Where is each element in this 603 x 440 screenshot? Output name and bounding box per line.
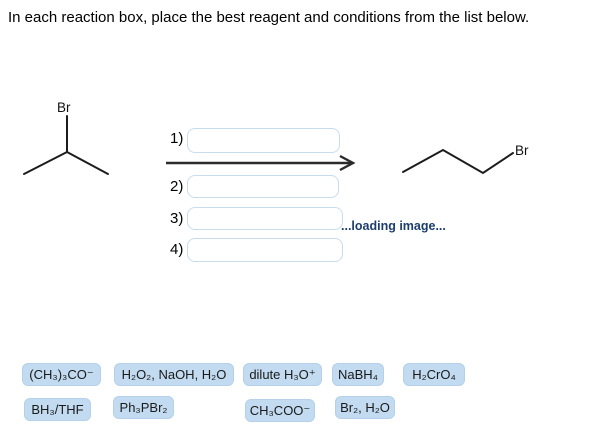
step-label-2: 2)	[170, 178, 184, 195]
reagent-chip-nabh4[interactable]: NaBH₄	[332, 363, 384, 386]
step-label-1: 1)	[170, 130, 184, 147]
reagent-input-1[interactable]	[187, 128, 340, 153]
reagent-input-2[interactable]	[187, 175, 339, 198]
product-structure: Br	[402, 143, 529, 175]
reagent-chip-h2o2-naoh-h2o[interactable]: H₂O₂, NaOH, H₂O	[114, 363, 234, 386]
question-prompt: In each reaction box, place the best rea…	[8, 9, 530, 26]
reagent-chip-ch3coo[interactable]: CH₃COO⁻	[245, 399, 315, 422]
reagent-chip-h2cro4[interactable]: H₂CrO₄	[403, 363, 465, 386]
reagent-chip-ph3pbr2[interactable]: Ph₃PBr₂	[113, 396, 174, 419]
reagent-input-3[interactable]	[187, 207, 343, 230]
reaction-arrow-icon	[166, 154, 356, 172]
loading-text: ...loading image...	[341, 219, 446, 233]
step-label-4: 4)	[170, 241, 184, 258]
reactant-structure: Br	[23, 100, 109, 175]
reagent-chip-tert-butoxide[interactable]: (CH₃)₃CO⁻	[22, 363, 101, 386]
reagent-chip-dilute-h3o[interactable]: dilute H₃O⁺	[243, 363, 322, 386]
step-label-3: 3)	[170, 210, 184, 227]
reagent-input-4[interactable]	[187, 238, 343, 262]
reagent-chip-bh3-thf[interactable]: BH₃/THF	[24, 398, 91, 421]
reagent-chip-br2-h2o[interactable]: Br₂, H₂O	[335, 396, 395, 419]
bond-line	[402, 148, 514, 175]
bond-line	[23, 151, 68, 175]
product-br-label: Br	[515, 143, 529, 158]
reactant-br-label: Br	[57, 100, 71, 115]
bond-line	[66, 151, 109, 175]
